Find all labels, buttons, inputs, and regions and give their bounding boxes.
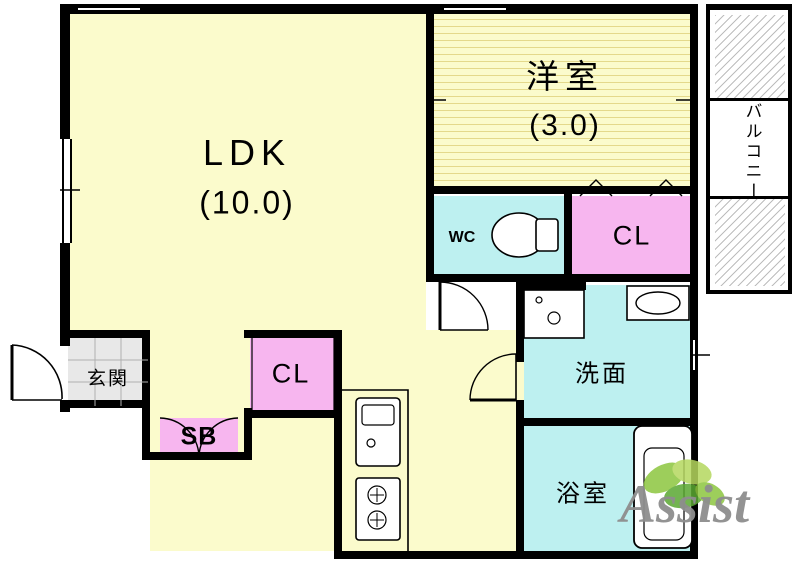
balcony-divider-top [710,98,788,101]
wall-western-left [426,4,434,194]
room-sublabel-western-room: (3.0) [529,109,601,142]
room-label-entrance: 玄関 [86,368,130,390]
room-label-toilet: WC [448,229,476,246]
ldk-fill [68,12,426,330]
wall-entrance-bottom [60,400,150,408]
svg-text:Assist: Assist [617,474,751,534]
room-label-closet-upper: CL [612,220,652,251]
wall-cl-lower-top [244,330,342,338]
wall-wc-left [426,194,434,282]
watermark: Assist [614,450,794,550]
wall-right-upper [690,4,698,194]
window-top-ldk [78,6,140,12]
western-room-fill [433,12,690,187]
closet-lower-fill [250,338,334,416]
wall-washroom-left [516,282,524,362]
wall-wc-cl-divider [564,194,572,278]
room-label-ldk: LDK [202,132,292,173]
wall-bath-left [516,418,524,559]
wall-left-upper [60,4,70,139]
balcony-hatch-2 [715,198,785,286]
room-label-western-room: 洋室 [526,58,604,95]
wall-entrance-top [60,330,150,338]
balcony-outline [706,4,792,294]
wall-western-bottom [426,186,698,194]
room-label-bathroom: 浴室 [556,480,610,508]
wall-sb-right [244,408,252,460]
balcony-divider-bottom [710,196,788,199]
balcony-hatch [715,15,785,100]
wall-sb-bottom [142,452,252,460]
wall-wc-bottom [426,274,572,282]
room-label-shoe-box: SB [180,422,218,451]
entrance-fill [68,338,148,406]
wall-washroom-closet-top [516,282,586,290]
shoe-box-fill [160,418,238,456]
room-label-closet-lower: CL [271,358,311,389]
wall-cl-lower-bottom [244,410,342,418]
room-label-washroom: 洗面 [575,360,629,388]
western-room-hatch [433,12,690,187]
room-sublabel-ldk: (10.0) [199,184,295,221]
wall-right-mid [690,194,698,290]
wall-washroom-left-lower [516,400,524,430]
wall-bottom-left [334,416,342,559]
window-western-top [444,6,506,12]
room-label-balcony: バルコニー [742,102,762,202]
wall-left-lower [60,243,70,346]
wall-top [68,4,698,14]
wall-left-window [62,139,72,243]
wall-cl-upper-bottom [564,274,698,282]
closet-upper-fill [572,196,690,276]
wall-cl-lower-right [334,330,342,416]
wall-ldk-left-lower [142,330,150,460]
